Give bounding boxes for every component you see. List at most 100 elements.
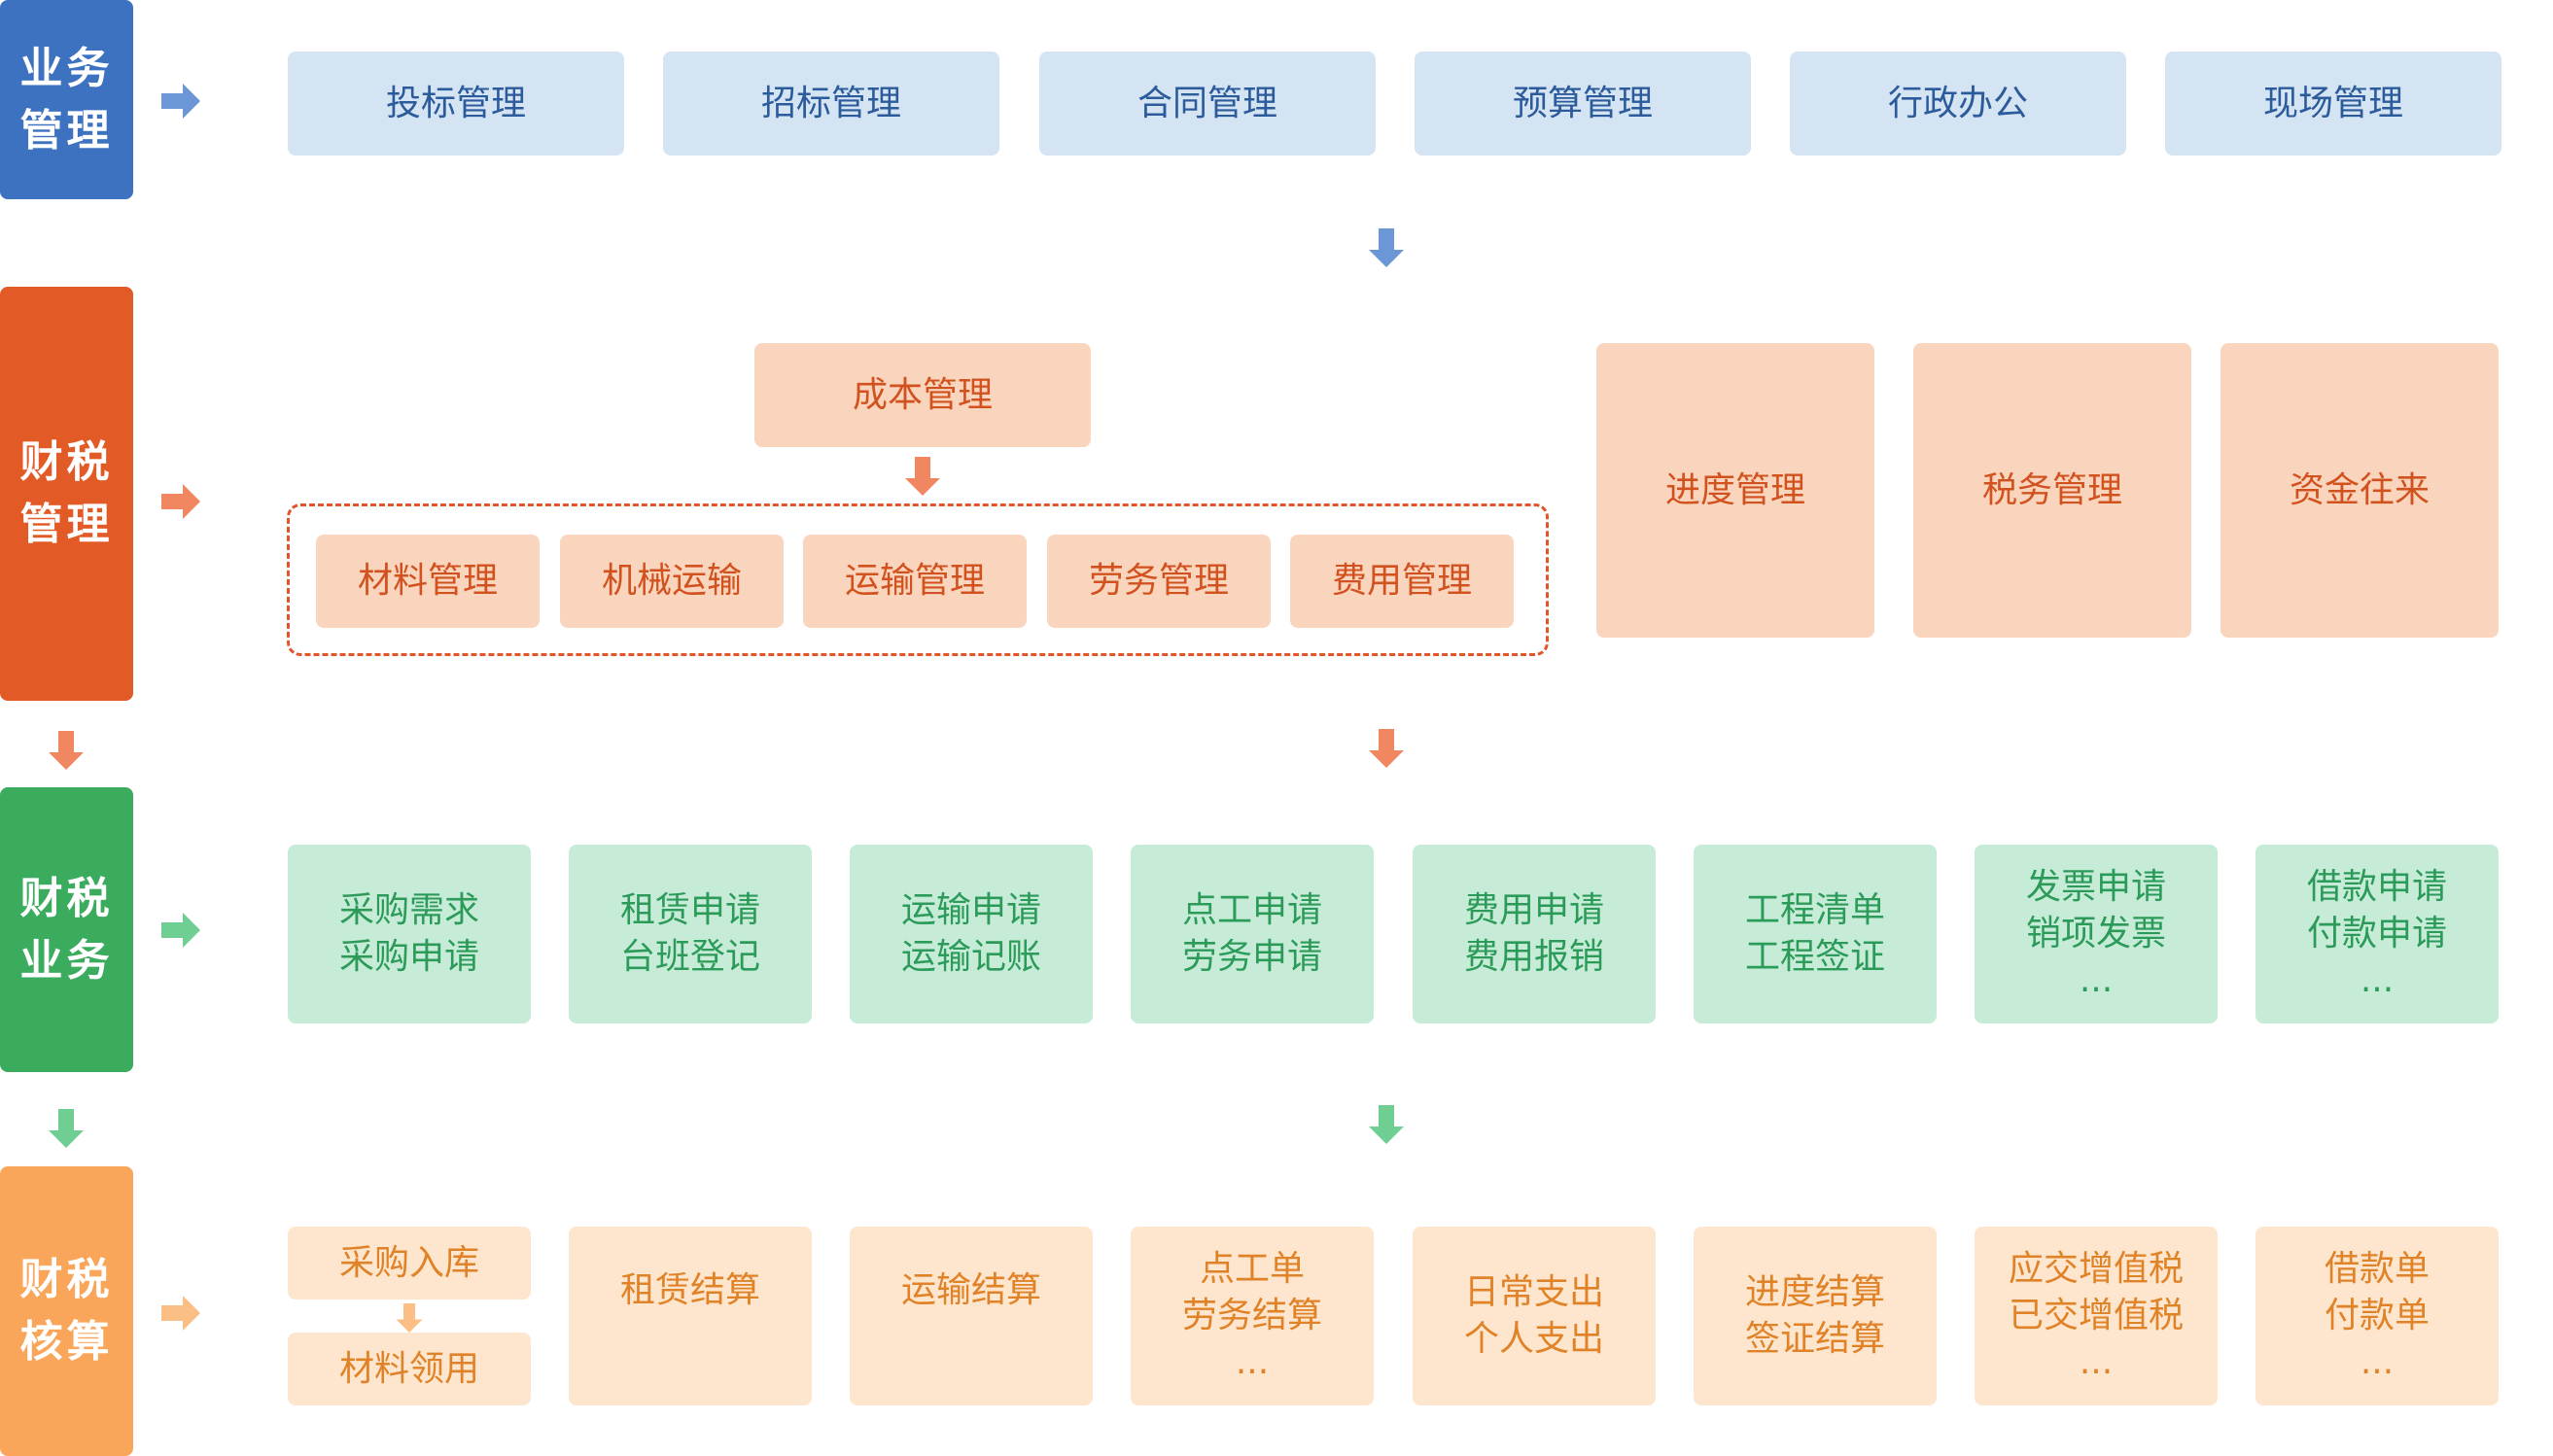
card-line: 个人支出 [1463,1319,1604,1359]
module-site[interactable]: 现场管理 [2165,52,2501,156]
lane-label-line1: 财税 [19,437,114,487]
module-machinery-transport[interactable]: 机械运输 [560,535,784,628]
module-label: 预算管理 [1512,83,1653,123]
lane-finance-business: 财税 业务 [0,787,133,1072]
card-loan-payment[interactable]: 借款申请 付款申请 ... [2256,845,2499,1023]
arrow-down-icon [1367,1105,1406,1144]
card-transport[interactable]: 运输申请 运输记账 [850,845,1093,1023]
lane-label-line2: 管理 [19,500,114,549]
card-line: 租赁结算 [619,1270,760,1310]
card-line: ... [2360,1342,2395,1382]
arrow-down-icon [1367,729,1406,768]
card-line: 付款单 [2324,1296,2430,1335]
lane-finance-management: 财税 管理 [0,287,133,701]
card-line: ... [1235,1342,1270,1382]
arrow-down-icon [47,731,86,770]
card-material-requisition[interactable]: 材料领用 [288,1333,531,1405]
arrow-down-icon [47,1109,86,1148]
card-labor[interactable]: 点工申请 劳务申请 [1131,845,1374,1023]
module-budget[interactable]: 预算管理 [1415,52,1751,156]
card-engineering[interactable]: 工程清单 工程签证 [1694,845,1937,1023]
arrow-right-icon [161,82,200,121]
card-line: 台班登记 [619,937,760,977]
card-vat[interactable]: 应交增值税 已交增值税 ... [1975,1227,2218,1405]
card-lease[interactable]: 租赁申请 台班登记 [569,845,812,1023]
lane-label-line1: 财税 [19,873,114,923]
lane-label-line2: 业务 [19,935,114,986]
card-line: 借款申请 [2306,867,2447,907]
arrow-right-icon [161,1294,200,1333]
card-line: 运输结算 [900,1270,1041,1310]
module-label: 投标管理 [385,83,526,123]
module-label: 机械运输 [601,561,742,601]
card-invoice[interactable]: 发票申请 销项发票 ... [1975,845,2218,1023]
module-progress[interactable]: 进度管理 [1596,343,1874,638]
module-label: 现场管理 [2262,83,2403,123]
card-lease-settlement[interactable]: 租赁结算 [569,1227,812,1405]
card-loan-slip[interactable]: 借款单 付款单 ... [2256,1227,2499,1405]
module-transport[interactable]: 运输管理 [803,535,1027,628]
card-line: 工程清单 [1744,890,1885,930]
card-line: 应交增值税 [2008,1249,2184,1289]
arrow-down-icon [1367,228,1406,267]
module-label: 运输管理 [844,561,985,601]
module-tendering[interactable]: 招标管理 [663,52,999,156]
card-line: 材料领用 [338,1348,479,1389]
module-label: 材料管理 [357,561,498,601]
module-admin-office[interactable]: 行政办公 [1790,52,2126,156]
arrow-down-icon [903,457,942,496]
lane-label-line2: 管理 [19,105,114,156]
card-line: 租赁申请 [619,890,760,930]
module-label: 税务管理 [1981,469,2122,510]
module-label: 招标管理 [760,83,901,123]
module-labor[interactable]: 劳务管理 [1047,535,1271,628]
card-line: 发票申请 [2025,867,2166,907]
module-label: 资金往来 [2289,469,2430,510]
arrow-right-icon [161,911,200,950]
card-line: ... [2079,1342,2114,1382]
lane-business-management: 业务 管理 [0,0,133,199]
card-line: 销项发票 [2025,914,2166,953]
card-line: 已交增值税 [2008,1296,2184,1335]
card-line: 点工单 [1199,1249,1305,1289]
card-line: 运输记账 [900,937,1041,977]
module-contract[interactable]: 合同管理 [1039,52,1376,156]
lane-accounting: 财税 核算 [0,1166,133,1456]
card-line: 费用申请 [1463,890,1604,930]
module-bidding[interactable]: 投标管理 [288,52,624,156]
arrow-right-icon [161,482,200,521]
arrow-down-icon [395,1303,424,1333]
module-materials[interactable]: 材料管理 [316,535,540,628]
card-line: 签证结算 [1744,1319,1885,1359]
card-line: 付款申请 [2306,914,2447,953]
card-line: 采购入库 [338,1242,479,1283]
card-purchase-inbound[interactable]: 采购入库 [288,1227,531,1300]
card-expense[interactable]: 费用申请 费用报销 [1413,845,1656,1023]
card-line: ... [2360,960,2395,1000]
card-line: 采购需求 [338,890,479,930]
card-daily-expense[interactable]: 日常支出 个人支出 [1413,1227,1656,1405]
lane-label-line1: 业务 [19,43,114,93]
lane-label-line2: 核算 [19,1317,114,1367]
card-transport-settlement[interactable]: 运输结算 [850,1227,1093,1405]
module-label: 合同管理 [1137,83,1277,123]
card-line: 劳务结算 [1181,1296,1322,1335]
card-labor-settlement[interactable]: 点工单 劳务结算 ... [1131,1227,1374,1405]
card-line: 进度结算 [1744,1272,1885,1312]
module-label: 成本管理 [852,374,993,415]
card-line: 劳务申请 [1181,937,1322,977]
card-progress-settlement[interactable]: 进度结算 签证结算 [1694,1227,1937,1405]
module-label: 行政办公 [1887,83,2028,123]
module-expenses[interactable]: 费用管理 [1290,535,1514,628]
card-purchase[interactable]: 采购需求 采购申请 [288,845,531,1023]
cost-submodules-group [287,503,1549,656]
module-tax[interactable]: 税务管理 [1913,343,2191,638]
module-cost-management[interactable]: 成本管理 [754,343,1091,447]
module-fund-flow[interactable]: 资金往来 [2221,343,2499,638]
card-line: 日常支出 [1463,1272,1604,1312]
module-label: 费用管理 [1331,561,1472,601]
card-line: 点工申请 [1181,890,1322,930]
module-label: 进度管理 [1664,469,1805,510]
card-line: 采购申请 [338,937,479,977]
card-line: 借款单 [2324,1249,2430,1289]
